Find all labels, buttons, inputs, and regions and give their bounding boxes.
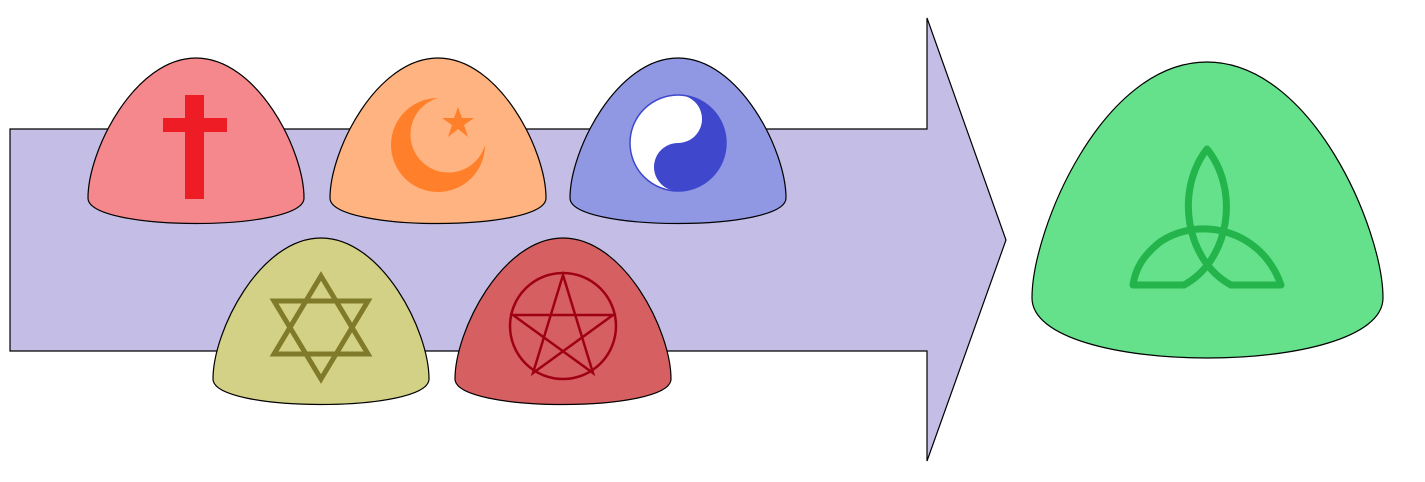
yin-yang-icon [629, 94, 727, 192]
dome-christianity [87, 57, 305, 225]
dome-judaism [212, 237, 430, 406]
star-of-david-icon [269, 271, 373, 384]
dome-result [1031, 61, 1384, 359]
dome-taoism [569, 57, 787, 225]
pentagram-icon [508, 270, 618, 381]
crescent-star-icon [391, 98, 485, 192]
latin-cross-icon [163, 95, 227, 199]
dome-islam [329, 57, 547, 225]
triquetra-icon [1129, 145, 1285, 289]
dome-satanism [454, 237, 672, 406]
